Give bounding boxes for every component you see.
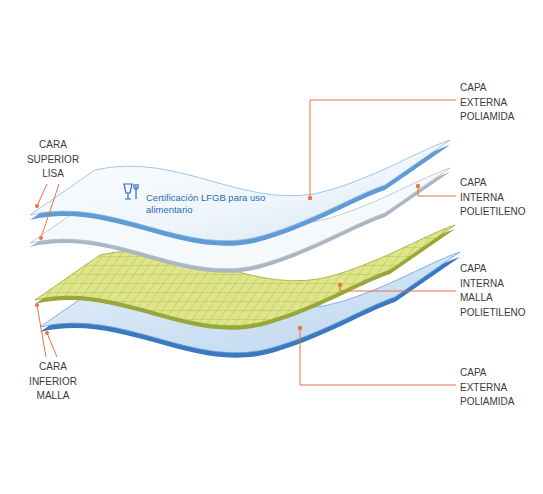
leader-lines [37,100,456,385]
top-polyamide-layer [30,140,450,246]
layer-label: CAPA EXTERNA POLIAMIDA [460,81,514,125]
face-label: CARA INFERIOR MALLA [29,360,77,404]
food-safe-icon [124,184,138,199]
layer-label: CAPA EXTERNA POLIAMIDA [460,366,514,410]
layer-label: CAPA INTERNA MALLA POLIETILENO [460,262,526,320]
face-label: CARA SUPERIOR LISA [27,138,79,182]
certification-text: Certificación LFGB para uso alimentario [146,192,274,217]
layer-label: CAPA INTERNA POLIETILENO [460,176,526,220]
leader-dots [35,184,420,335]
